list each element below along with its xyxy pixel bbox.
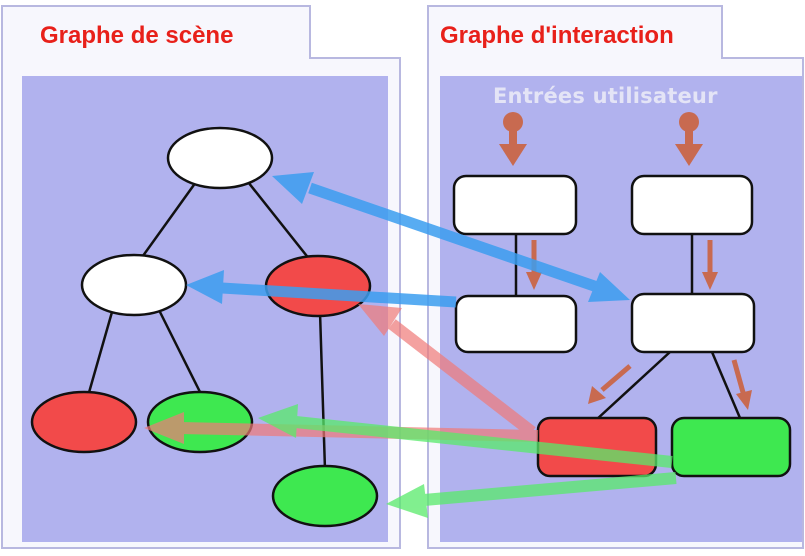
scene-edge [86, 311, 114, 397]
scene-edge [158, 311, 204, 397]
input-arrow [675, 112, 703, 166]
flow-arrow [588, 364, 632, 404]
blue-links [186, 172, 630, 308]
scene-edge [247, 181, 311, 261]
green-link-arrow [386, 472, 677, 518]
interaction-node-green [670, 416, 792, 478]
flow-arrow [731, 359, 752, 410]
interaction-graph-title: Graphe d'interaction [440, 22, 674, 49]
green-link-arrow [258, 404, 673, 468]
interaction-node [452, 174, 578, 236]
blue-link-arrow [272, 172, 630, 302]
interaction-edge [710, 351, 742, 419]
scene-graph-nodes [30, 126, 379, 528]
scene-graph-edges [86, 181, 327, 471]
input-arrow [499, 112, 527, 166]
scene-graph-title: Graphe de scène [40, 22, 234, 49]
blue-link-arrow [186, 270, 457, 308]
user-input-arrows [499, 112, 703, 166]
interaction-graph-nodes [452, 174, 792, 478]
scene-node-red [264, 254, 372, 318]
red-link-arrow [358, 304, 536, 437]
green-links [258, 404, 677, 518]
flow-arrow [702, 240, 718, 290]
scene-node [80, 253, 188, 317]
interaction-node [630, 174, 754, 236]
scene-edge [138, 181, 198, 261]
scene-node-green [271, 464, 379, 528]
user-inputs-label: Entrées utilisateur [493, 84, 718, 108]
scene-node-red [30, 390, 138, 454]
interaction-node [454, 294, 578, 354]
interaction-node [630, 292, 756, 354]
flow-arrows [526, 240, 752, 410]
interaction-edge [595, 351, 671, 421]
scene-node [166, 126, 274, 190]
scene-edge [318, 311, 327, 471]
